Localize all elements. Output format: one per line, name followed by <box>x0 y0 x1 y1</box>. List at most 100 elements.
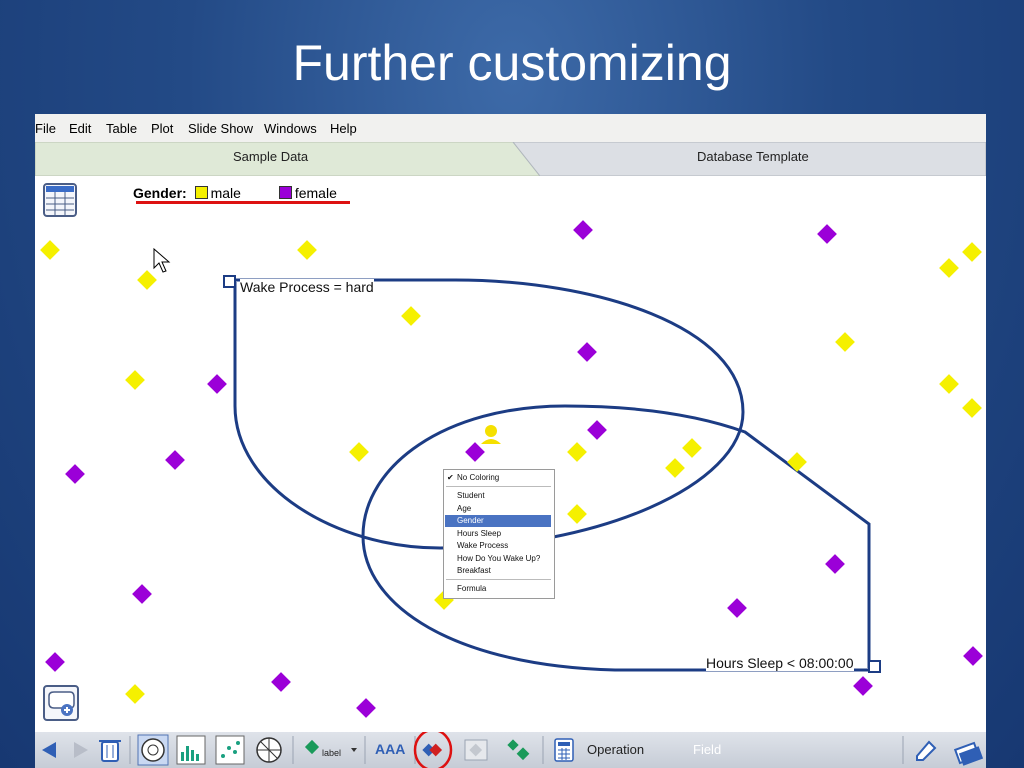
stamp-tool-icon[interactable] <box>464 739 488 761</box>
male-point[interactable] <box>401 306 421 326</box>
menu-separator <box>446 579 551 580</box>
menu-file[interactable]: File <box>35 121 56 136</box>
legend-underline <box>136 201 350 204</box>
female-point[interactable] <box>853 676 873 696</box>
tab-strip: Sample Data Database Template <box>35 142 986 176</box>
add-plot-icon[interactable] <box>43 685 79 721</box>
female-point[interactable] <box>817 224 837 244</box>
male-point[interactable] <box>962 398 982 418</box>
female-point[interactable] <box>963 646 983 666</box>
ring-hours-sleep[interactable] <box>361 404 871 672</box>
female-point[interactable] <box>825 554 845 574</box>
forward-arrow-icon[interactable] <box>74 742 88 758</box>
female-point[interactable] <box>577 342 597 362</box>
tab-sample-data-shape[interactable] <box>35 142 541 176</box>
trash-icon[interactable] <box>99 740 121 762</box>
menu-item-formula[interactable]: Formula <box>457 584 487 593</box>
male-point[interactable] <box>665 458 685 478</box>
color-tool-icon[interactable] <box>422 743 443 757</box>
male-point[interactable] <box>787 452 807 472</box>
menu-help[interactable]: Help <box>330 121 357 136</box>
female-point[interactable] <box>132 584 152 604</box>
menu-separator <box>446 486 551 487</box>
menu-windows[interactable]: Windows <box>264 121 317 136</box>
menu-bar: File Edit Table Plot Slide Show Windows … <box>35 114 986 142</box>
calculator-icon[interactable] <box>554 738 574 762</box>
ring-wake-process[interactable] <box>233 278 745 550</box>
male-point[interactable] <box>125 370 145 390</box>
menu-item-wake-process[interactable]: Wake Process <box>457 541 509 550</box>
male-point[interactable] <box>125 684 145 704</box>
operation-label[interactable]: Operation <box>587 742 645 757</box>
person-marker-icon <box>481 425 501 444</box>
color-legend: Gender: male female <box>133 185 337 201</box>
chevron-down-icon[interactable] <box>351 748 357 752</box>
slide-title: Further customizing <box>292 35 732 91</box>
menu-item-hours-sleep[interactable]: Hours Sleep <box>457 529 502 538</box>
highlight-circle <box>413 732 453 768</box>
bottom-toolbar: label AAA Operation Field <box>35 732 986 768</box>
venn-plot-icon[interactable] <box>137 734 169 766</box>
ring-label-hours-sleep: Hours Sleep < 08:00:00 <box>706 655 854 671</box>
legend-female-label: female <box>294 185 337 201</box>
male-point[interactable] <box>567 442 587 462</box>
female-point[interactable] <box>45 652 65 672</box>
legend-swatch-male <box>194 186 208 199</box>
menu-slide-show[interactable]: Slide Show <box>188 121 254 136</box>
menu-item-how-do-you-wake-up[interactable]: How Do You Wake Up? <box>457 554 541 563</box>
female-point[interactable] <box>587 420 607 440</box>
female-point[interactable] <box>727 598 747 618</box>
male-point[interactable] <box>939 374 959 394</box>
menu-table[interactable]: Table <box>106 121 138 136</box>
menu-edit[interactable]: Edit <box>69 121 92 136</box>
male-point[interactable] <box>40 240 60 260</box>
ring-sleep-handle[interactable] <box>868 660 881 673</box>
field-label[interactable]: Field <box>693 742 722 757</box>
menu-item-breakfast[interactable]: Breakfast <box>457 566 491 575</box>
slideshow-icon[interactable] <box>953 741 984 766</box>
ring-label-wake-process: Wake Process = hard <box>240 279 374 295</box>
menu-item-gender[interactable]: Gender <box>445 515 551 527</box>
font-size-tool[interactable]: AAA <box>375 741 406 757</box>
menu-item-student[interactable]: Student <box>457 491 485 500</box>
histogram-plot-icon[interactable] <box>176 735 206 765</box>
female-point[interactable] <box>207 374 227 394</box>
female-point[interactable] <box>465 442 485 462</box>
female-point[interactable] <box>573 220 593 240</box>
tab-database-template[interactable]: Database Template <box>697 149 809 164</box>
edit-tag-icon[interactable] <box>916 740 937 761</box>
legend-male-label: male <box>210 185 241 201</box>
female-point[interactable] <box>65 464 85 484</box>
ring-wake-handle[interactable] <box>223 275 236 288</box>
pie-plot-icon[interactable] <box>256 737 282 763</box>
male-point[interactable] <box>349 442 369 462</box>
female-point[interactable] <box>271 672 291 692</box>
tab-shapes <box>35 142 986 176</box>
male-point[interactable] <box>297 240 317 260</box>
male-point[interactable] <box>939 258 959 278</box>
table-view-icon[interactable] <box>43 183 77 217</box>
tab-sample-data[interactable]: Sample Data <box>233 149 309 164</box>
male-point[interactable] <box>962 242 982 262</box>
male-point[interactable] <box>835 332 855 352</box>
male-point[interactable] <box>567 504 587 524</box>
menu-item-age[interactable]: Age <box>457 504 472 513</box>
male-point[interactable] <box>682 438 702 458</box>
plot-area[interactable]: Gender: male female Wake Process = hard … <box>35 176 986 732</box>
plot-canvas <box>40 183 983 721</box>
menu-plot[interactable]: Plot <box>151 121 174 136</box>
back-arrow-icon[interactable] <box>42 742 56 758</box>
female-point[interactable] <box>165 450 185 470</box>
legend-attribute: Gender: <box>133 185 187 201</box>
coloring-menu: ✔ No Coloring Student Age Gender Hours S… <box>443 469 555 599</box>
scatter-plot-icon[interactable] <box>215 735 245 765</box>
female-point[interactable] <box>356 698 376 718</box>
legend-swatch-female <box>278 186 292 199</box>
formula-tool-icon[interactable] <box>507 739 530 761</box>
label-tool-icon[interactable] <box>304 739 320 755</box>
mouse-cursor-icon <box>153 247 171 273</box>
male-point[interactable] <box>137 270 157 290</box>
label-tool-text: label <box>322 748 342 758</box>
tab-database-template-shape[interactable] <box>512 142 986 176</box>
menu-item-no-coloring[interactable]: No Coloring <box>457 473 500 482</box>
